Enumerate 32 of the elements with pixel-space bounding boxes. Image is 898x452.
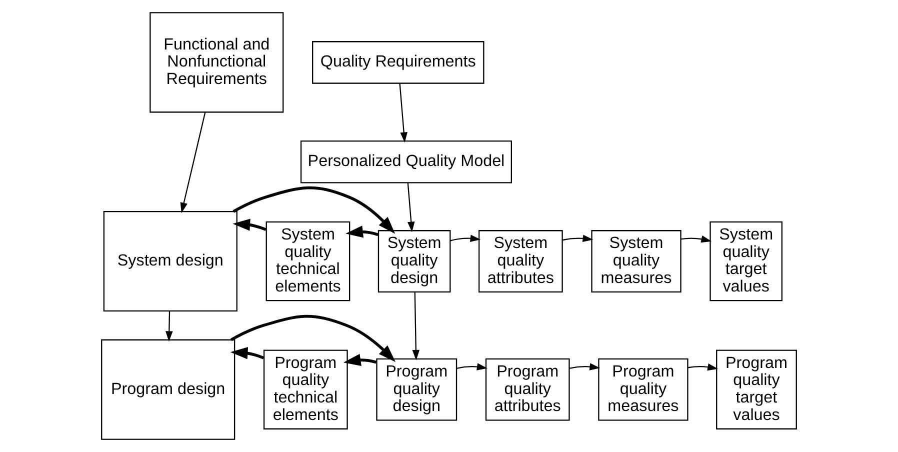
- node-box: System quality design: [378, 230, 451, 292]
- arrow: [450, 234, 481, 242]
- arrow: [562, 234, 594, 242]
- node-box: Program quality technical elements: [263, 350, 348, 430]
- arrow: [680, 236, 712, 243]
- arrow: [346, 226, 379, 238]
- arrow: [688, 363, 718, 371]
- node-box: System quality measures: [591, 230, 682, 292]
- node-box: Functional and Nonfunctional Requirements: [150, 12, 284, 113]
- node-box: Quality Requirements: [312, 41, 484, 84]
- node-box: Program quality design: [376, 358, 458, 421]
- arrow: [412, 292, 420, 360]
- arrow: [166, 311, 173, 342]
- node-box: System quality technical elements: [266, 221, 350, 302]
- node-box: Personalized Quality Model: [300, 140, 512, 184]
- arrow: [399, 84, 408, 143]
- node-box: Program quality target values: [716, 350, 797, 430]
- node-box: Program quality measures: [598, 358, 688, 421]
- arrow: [232, 186, 396, 234]
- arrow: [180, 112, 206, 214]
- node-box: System quality target values: [710, 221, 782, 302]
- arrow: [407, 183, 415, 232]
- arrow: [456, 363, 488, 370]
- arrow: [230, 347, 264, 360]
- node-box: Program design: [101, 339, 236, 440]
- arrow: [232, 218, 266, 231]
- arrow: [230, 314, 396, 362]
- arrow: [343, 354, 377, 366]
- node-box: System quality attributes: [478, 230, 563, 292]
- node-box: Program quality attributes: [485, 358, 570, 421]
- arrow: [569, 363, 600, 370]
- node-box: System design: [103, 210, 238, 312]
